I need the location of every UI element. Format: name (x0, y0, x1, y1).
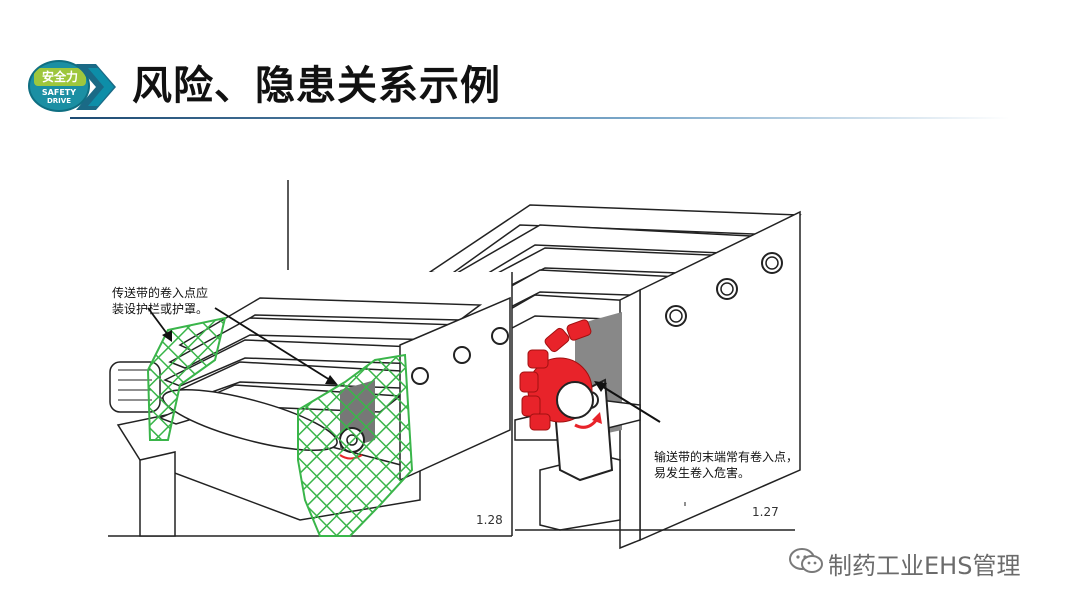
right-note-line2: 易发生卷入危害。 (654, 465, 798, 481)
left-figure-number: 1.28 (476, 513, 503, 527)
left-note-line1: 传送带的卷入点应 (112, 285, 208, 301)
watermark-text: 制药工业EHS管理 (828, 546, 1020, 581)
right-note: 输送带的末端常有卷入点， 易发生卷入危害。 (654, 449, 798, 481)
right-figure-number: 1.27 (752, 505, 779, 519)
left-note: 传送带的卷入点应 装设护栏或护罩。 (112, 285, 208, 317)
right-note-line1: 输送带的末端常有卷入点， (654, 449, 798, 465)
wechat-watermark: 制药工业EHS管理 (788, 542, 1058, 578)
left-note-line2: 装设护栏或护罩。 (112, 301, 208, 317)
wechat-icon (788, 546, 824, 576)
